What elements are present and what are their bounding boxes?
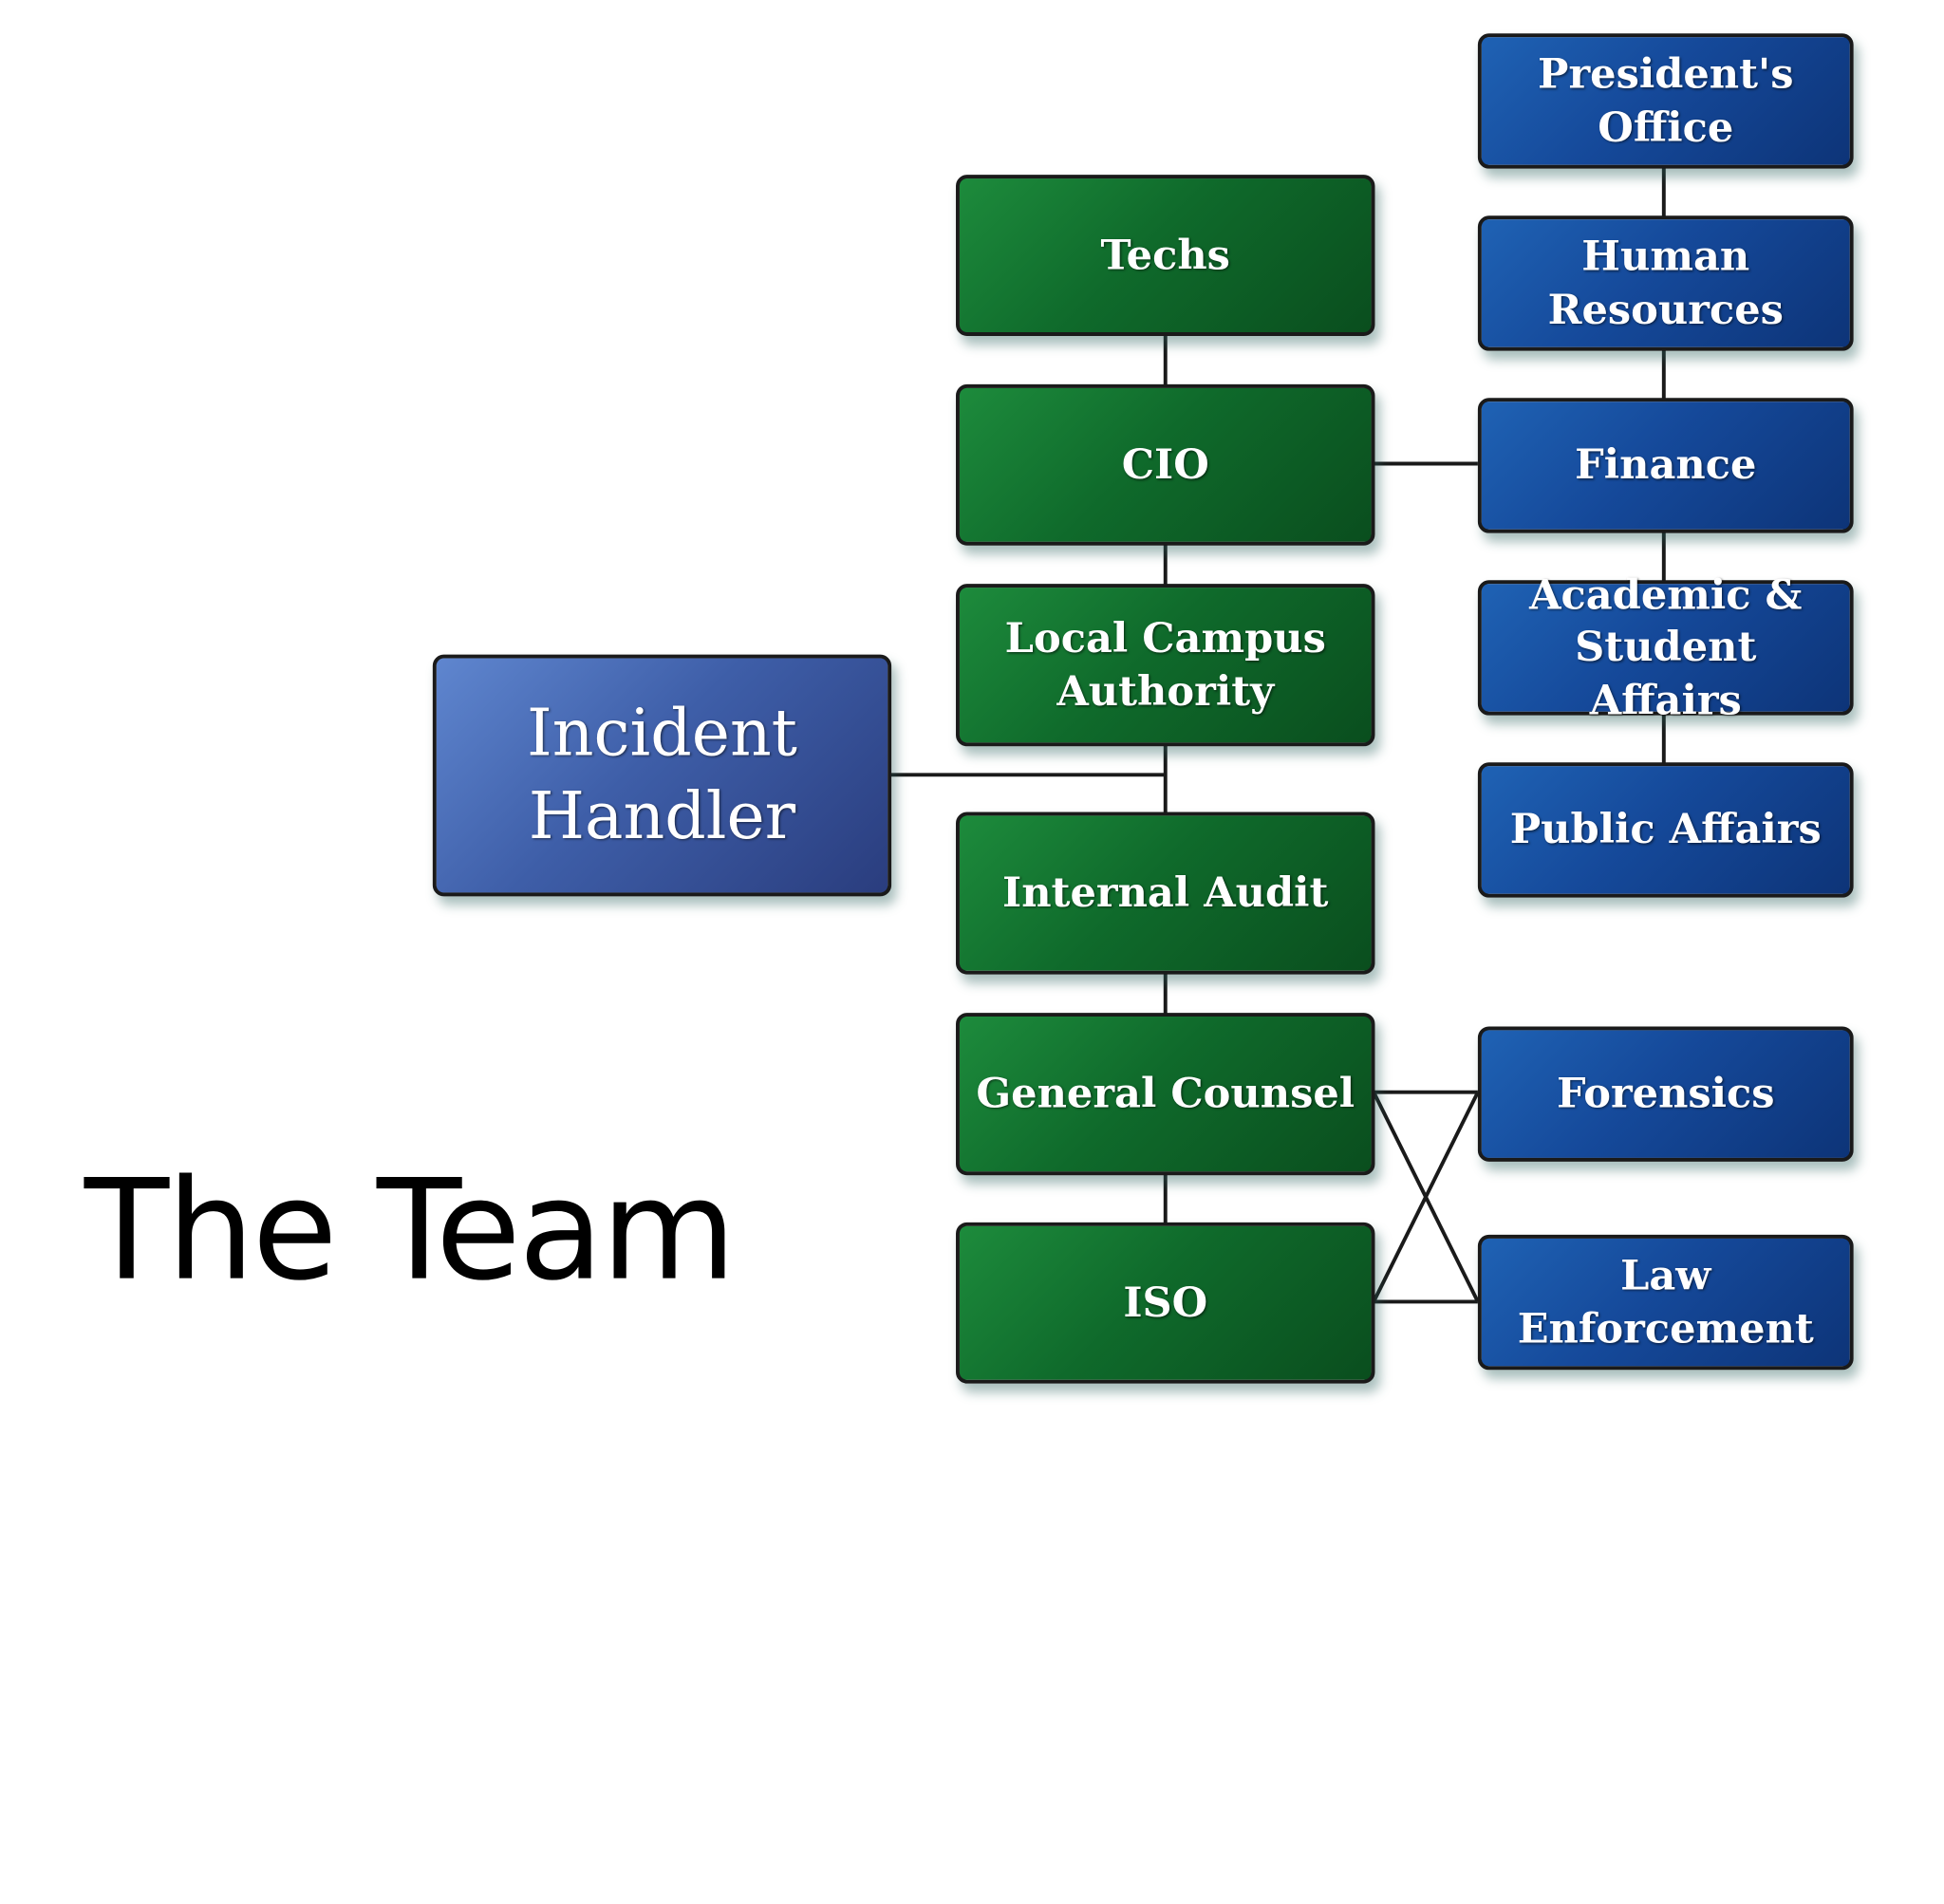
cio-label: CIO (1121, 439, 1209, 489)
finance-label: Finance (1575, 440, 1757, 490)
public-affairs-box: Public Affairs (1477, 762, 1854, 898)
public-affairs-label: Public Affairs (1509, 805, 1822, 854)
academic-student-affairs-box: Academic &Student Affairs (1477, 570, 1854, 723)
iso-box: ISO (956, 1222, 1375, 1384)
iso-label: ISO (1123, 1278, 1208, 1327)
forensics-box: Forensics (1477, 1026, 1854, 1162)
finance-box: Finance (1477, 398, 1854, 533)
techs-box: Techs (956, 175, 1375, 336)
forensics-label: Forensics (1556, 1069, 1775, 1118)
slide-title: The Team (84, 1150, 737, 1312)
connector-counsel-law (1372, 1091, 1480, 1303)
academic-student-affairs-label: Academic &Student Affairs (1529, 570, 1803, 724)
techs-label: Techs (1100, 230, 1230, 279)
internal-audit-label: Internal Audit (1002, 868, 1329, 917)
cio-box: CIO (956, 383, 1375, 546)
general-counsel-box: General Counsel (956, 1013, 1375, 1176)
connector-iso-forensics-diag (1372, 1091, 1480, 1303)
general-counsel-label: General Counsel (976, 1069, 1355, 1118)
internal-audit-box: Internal Audit (956, 812, 1375, 975)
